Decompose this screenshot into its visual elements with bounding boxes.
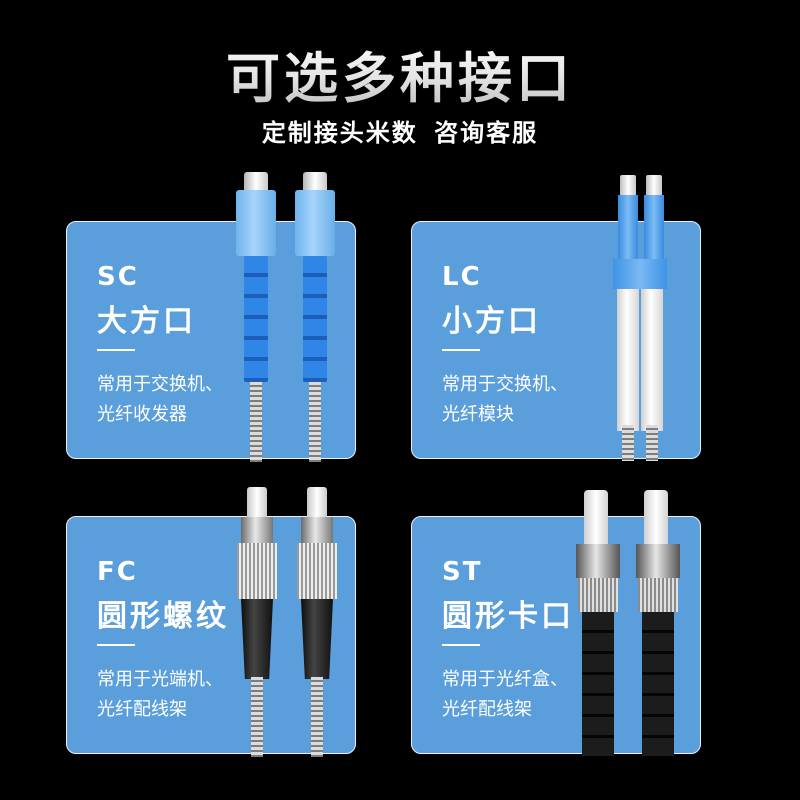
card-name: 小方口 [442,304,541,339]
desc-line: 常用于交换机、 [442,374,568,395]
divider [442,644,480,646]
divider [97,349,135,351]
fc-connector-icon [237,487,277,757]
desc-line: 光纤模块 [442,404,514,425]
card-description: 常用于交换机、 光纤收发器 [97,370,247,430]
page-title: 可选多种接口 [0,34,800,113]
card-name: 圆形卡口 [442,599,574,634]
st-connector-icon [636,490,680,756]
card-description: 常用于光纤盒、 光纤配线架 [442,665,592,725]
card-code: SC [97,262,139,292]
card-code: ST [442,557,483,587]
divider [442,349,480,351]
desc-line: 常用于光纤盒、 [442,669,568,690]
page-subtitle: 定制接头米数 咨询客服 [261,119,539,147]
st-connector-icon [576,490,620,756]
card-name: 大方口 [97,304,196,339]
sc-connector-icon [236,172,276,462]
lc-connector-icon [613,175,667,465]
sc-connector-icon [295,172,335,462]
desc-line: 常用于交换机、 [97,374,223,395]
fc-connector-icon [297,487,337,757]
card-description: 常用于光端机、 光纤配线架 [97,665,247,725]
card-code: LC [442,262,482,292]
card-code: FC [97,557,138,587]
desc-line: 常用于光端机、 [97,669,223,690]
desc-line: 光纤收发器 [97,404,187,425]
divider [97,644,135,646]
card-name: 圆形螺纹 [97,599,229,634]
desc-line: 光纤配线架 [442,699,532,720]
desc-line: 光纤配线架 [97,699,187,720]
card-description: 常用于交换机、 光纤模块 [442,370,592,430]
